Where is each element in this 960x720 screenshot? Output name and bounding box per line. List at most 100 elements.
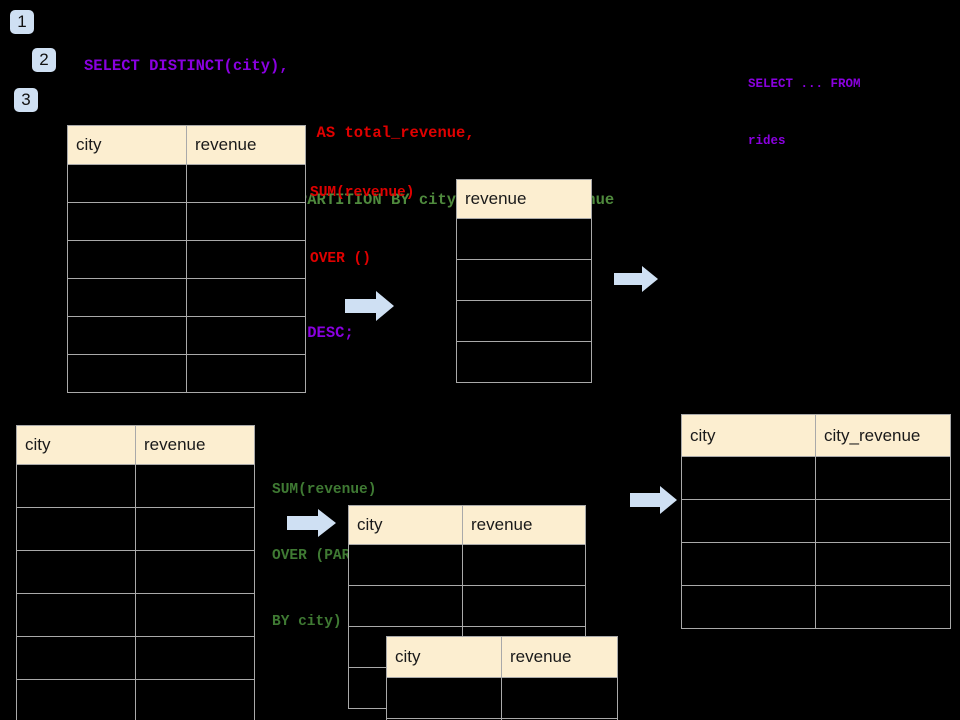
table-source-bottom: city revenue	[16, 425, 255, 720]
table-row	[681, 585, 951, 629]
cell-city	[681, 456, 816, 500]
cell-city	[681, 499, 816, 543]
table-row	[456, 218, 592, 260]
table-header-row: city city_revenue	[681, 414, 951, 457]
table-row	[67, 240, 306, 279]
table-row	[67, 278, 306, 317]
table-header-row: city revenue	[348, 505, 586, 545]
side-note-line-1: SELECT ... FROM	[748, 77, 861, 91]
arrow-bottom-left	[287, 508, 337, 543]
table-header-row: city revenue	[67, 125, 306, 165]
cell-city-revenue	[815, 499, 951, 543]
table-row	[67, 164, 306, 203]
table-row	[456, 259, 592, 301]
table-row	[456, 341, 592, 383]
table-row	[16, 507, 255, 551]
arrow-top-left	[345, 290, 395, 327]
cell-revenue	[186, 202, 306, 241]
cell-revenue	[135, 636, 255, 680]
cell-city	[681, 542, 816, 586]
arrow-right-icon	[630, 486, 677, 514]
arrow-right-icon	[287, 509, 336, 537]
table-row	[16, 593, 255, 637]
cell-city	[67, 202, 187, 241]
arrow-right-icon	[345, 291, 394, 321]
cell-city	[67, 240, 187, 279]
table-row	[386, 677, 618, 719]
column-header-city-revenue: city_revenue	[815, 414, 951, 457]
table-partition-b: city revenue	[386, 636, 618, 720]
cell-revenue	[456, 341, 592, 383]
table-row	[681, 456, 951, 500]
cell-city	[16, 550, 136, 594]
annotation-total-revenue: SUM(revenue) OVER ()	[310, 138, 414, 314]
cell-city	[67, 164, 187, 203]
cell-city	[348, 585, 463, 627]
cell-city	[386, 677, 502, 719]
column-header-city: city	[348, 505, 463, 545]
annotation-city-revenue-line-3: BY city)	[272, 614, 342, 630]
step-badge-2: 2	[32, 48, 56, 72]
cell-revenue	[462, 585, 586, 627]
cell-revenue	[186, 240, 306, 279]
table-row	[16, 636, 255, 680]
side-note-line-2: rides	[748, 134, 786, 148]
arrow-right-icon	[614, 266, 658, 292]
cell-city	[67, 354, 187, 393]
table-row	[67, 316, 306, 355]
cell-revenue	[186, 164, 306, 203]
column-header-city: city	[16, 425, 136, 465]
step-badge-1: 1	[10, 10, 34, 34]
cell-city	[16, 636, 136, 680]
annotation-total-revenue-line-1: SUM(revenue)	[310, 185, 415, 201]
column-header-city: city	[386, 636, 502, 678]
table-row	[456, 300, 592, 342]
column-header-city: city	[681, 414, 816, 457]
cell-city-revenue	[815, 542, 951, 586]
cell-city	[67, 278, 187, 317]
cell-revenue	[501, 718, 618, 720]
cell-revenue	[135, 550, 255, 594]
step-badge-3: 3	[14, 88, 38, 112]
cell-revenue	[462, 544, 586, 586]
table-result: city city_revenue	[681, 414, 951, 629]
table-row	[386, 718, 618, 720]
table-row	[16, 679, 255, 720]
column-header-revenue: revenue	[462, 505, 586, 545]
cell-revenue	[186, 316, 306, 355]
cell-city-revenue	[815, 456, 951, 500]
cell-revenue	[135, 464, 255, 508]
table-row	[681, 499, 951, 543]
table-header-row: city revenue	[386, 636, 618, 678]
cell-city	[67, 316, 187, 355]
table-row	[16, 550, 255, 594]
cell-city	[16, 464, 136, 508]
table-row	[348, 544, 586, 586]
cell-city	[348, 544, 463, 586]
column-header-city: city	[67, 125, 187, 165]
cell-revenue	[186, 278, 306, 317]
table-source-top: city revenue	[67, 125, 306, 393]
column-header-revenue: revenue	[135, 425, 255, 465]
cell-city-revenue	[815, 585, 951, 629]
cell-revenue	[186, 354, 306, 393]
cell-revenue	[456, 218, 592, 260]
annotation-city-revenue-line-1: SUM(revenue)	[272, 482, 377, 498]
cell-city	[16, 507, 136, 551]
cell-revenue	[501, 677, 618, 719]
table-header-row: revenue	[456, 179, 592, 219]
annotation-total-revenue-line-2: OVER ()	[310, 251, 371, 267]
cell-revenue	[135, 679, 255, 720]
table-row	[16, 464, 255, 508]
cell-revenue	[135, 507, 255, 551]
sql-line-select: SELECT DISTINCT(city),	[84, 57, 289, 76]
arrow-top-right	[614, 265, 659, 298]
column-header-revenue: revenue	[456, 179, 592, 219]
table-row	[348, 585, 586, 627]
cell-revenue	[456, 259, 592, 301]
table-total-revenue: revenue	[456, 179, 592, 383]
cell-revenue	[456, 300, 592, 342]
cell-revenue	[135, 593, 255, 637]
cell-city	[16, 593, 136, 637]
